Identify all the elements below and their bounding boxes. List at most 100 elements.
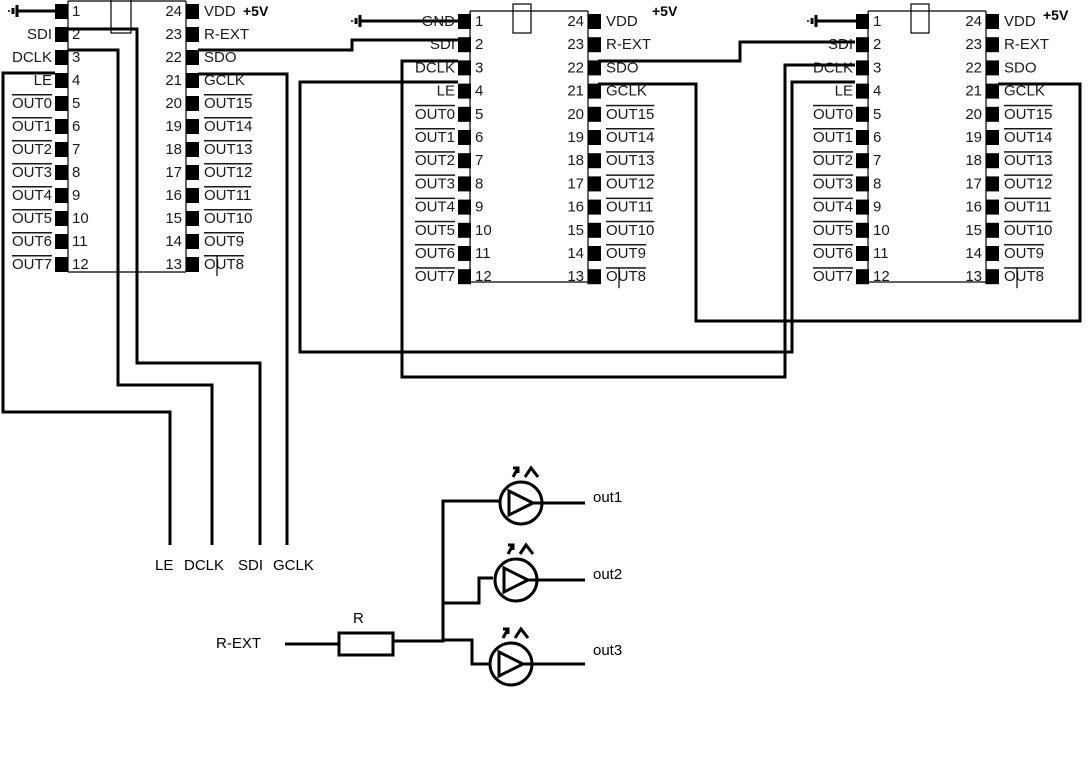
pin-18: [186, 142, 199, 157]
pin-label-gclk: GCLK: [1004, 83, 1045, 100]
pin-label-out13: OUT13: [606, 152, 654, 169]
pin-number: 2: [873, 36, 881, 53]
pin-number: 8: [475, 175, 483, 192]
pin-16: [186, 188, 199, 203]
pin-number: 24: [165, 3, 182, 20]
chip-notch: [910, 3, 930, 34]
led-1: out1: [498, 465, 622, 526]
pin-label-out9: OUT9: [606, 245, 646, 262]
wire-chip1-sdi: [68, 27, 262, 545]
pin-number: 21: [965, 83, 982, 100]
pin-number: 4: [475, 83, 483, 100]
pin-number: 4: [873, 83, 881, 100]
wire-chip2-le-loop: [298, 80, 855, 354]
pin-8: [856, 176, 869, 192]
pin-3: [55, 50, 68, 65]
ground-icon: [354, 15, 458, 27]
pin-label-out1: OUT1: [415, 129, 455, 146]
pin-9: [458, 199, 471, 215]
pin-number: 24: [965, 13, 982, 30]
pin-3: [458, 60, 471, 76]
pin-label-sdo: SDO: [606, 59, 639, 76]
pin-number: 14: [567, 245, 584, 262]
pin-9: [856, 199, 869, 215]
pin-number: 15: [567, 222, 584, 239]
pin-label-sdo: SDO: [204, 49, 237, 66]
bus-label-sdi: SDI: [238, 557, 263, 574]
pin-8: [55, 165, 68, 180]
pin-label-out11: OUT11: [1004, 199, 1051, 216]
pin-label-gclk: GCLK: [606, 83, 647, 100]
pin-number: 21: [165, 72, 182, 89]
pin-number: 18: [965, 152, 982, 169]
pin-number: 16: [165, 187, 182, 204]
pin-4: [856, 83, 869, 99]
pin-number: 17: [965, 175, 982, 192]
rext-label: R-EXT: [216, 635, 261, 652]
pin-label-out4: OUT4: [813, 199, 853, 216]
pin-17: [588, 176, 601, 192]
chip-body: [67, 0, 187, 272]
pin-number: 10: [72, 210, 89, 227]
output-label-out1: out1: [593, 489, 622, 506]
pin-24: [588, 14, 601, 29]
pin-number: 9: [72, 187, 80, 204]
pin-16: [986, 199, 999, 215]
pin-14: [986, 246, 999, 261]
pin-15: [588, 222, 601, 238]
pin-number: 22: [965, 59, 982, 76]
wire-chip1-le: [1, 71, 172, 545]
pin-label-out15: OUT15: [204, 95, 252, 112]
pin-17: [986, 176, 999, 192]
pin-label-vdd: VDD: [1004, 13, 1036, 30]
resistor-label: R: [353, 610, 364, 627]
pin-19: [588, 130, 601, 145]
pin-number: 23: [567, 36, 584, 53]
pin-label-out8: OUT8: [1004, 268, 1044, 285]
pin-label-out6: OUT6: [415, 245, 455, 262]
pin-number: 18: [567, 152, 584, 169]
pin-label-gclk: GCLK: [204, 72, 245, 89]
pin-label-out8: OUT8: [606, 268, 646, 285]
pin-number: 20: [165, 95, 182, 112]
pin-6: [458, 130, 471, 145]
pin-13: [986, 269, 999, 285]
pin-number: 3: [873, 59, 881, 76]
pin-20: [986, 106, 999, 122]
pin-label-r-ext: R-EXT: [204, 26, 249, 43]
pin-label-out14: OUT14: [204, 118, 252, 135]
pin-2: [55, 27, 68, 42]
pin-17: [186, 165, 199, 180]
pin-number: 6: [72, 118, 80, 135]
pin-number: 12: [72, 256, 89, 273]
pin-label-out2: OUT2: [415, 152, 455, 169]
pin-label-out13: OUT13: [204, 141, 252, 158]
wire-chip2-gclk-loop: [598, 82, 1082, 323]
pin-20: [186, 96, 199, 111]
chip-1: +5V12SDI3DCLK4LE5OUT06OUT17OUT28OUT39OUT…: [8, 0, 269, 276]
pin-1: [458, 14, 471, 29]
pin-label-out3: OUT3: [813, 175, 853, 192]
pin-label-out12: OUT12: [606, 175, 654, 192]
pin-24: [186, 4, 199, 19]
pin-14: [186, 234, 199, 249]
pin-label-out0: OUT0: [813, 106, 853, 123]
pin-number: 20: [965, 106, 982, 123]
supply-label: +5V: [1043, 7, 1069, 23]
pin-label-out9: OUT9: [204, 233, 244, 250]
pin-label-out4: OUT4: [415, 199, 455, 216]
light-arrows-icon: [501, 626, 530, 639]
pin-number: 10: [475, 222, 492, 239]
pin-number: 5: [72, 95, 80, 112]
pin-label-r-ext: R-EXT: [1004, 36, 1049, 53]
pin-label-out5: OUT5: [415, 222, 455, 239]
pin-number: 13: [567, 268, 584, 285]
branch-3-wire: [443, 638, 489, 666]
wire-chip2-dclk-loop: [400, 59, 855, 379]
pin-21: [588, 83, 601, 99]
pin-label-sdi: SDI: [828, 36, 853, 53]
pin-number: 22: [165, 49, 182, 66]
pin-label-out3: OUT3: [415, 175, 455, 192]
pin-number: 18: [165, 141, 182, 158]
